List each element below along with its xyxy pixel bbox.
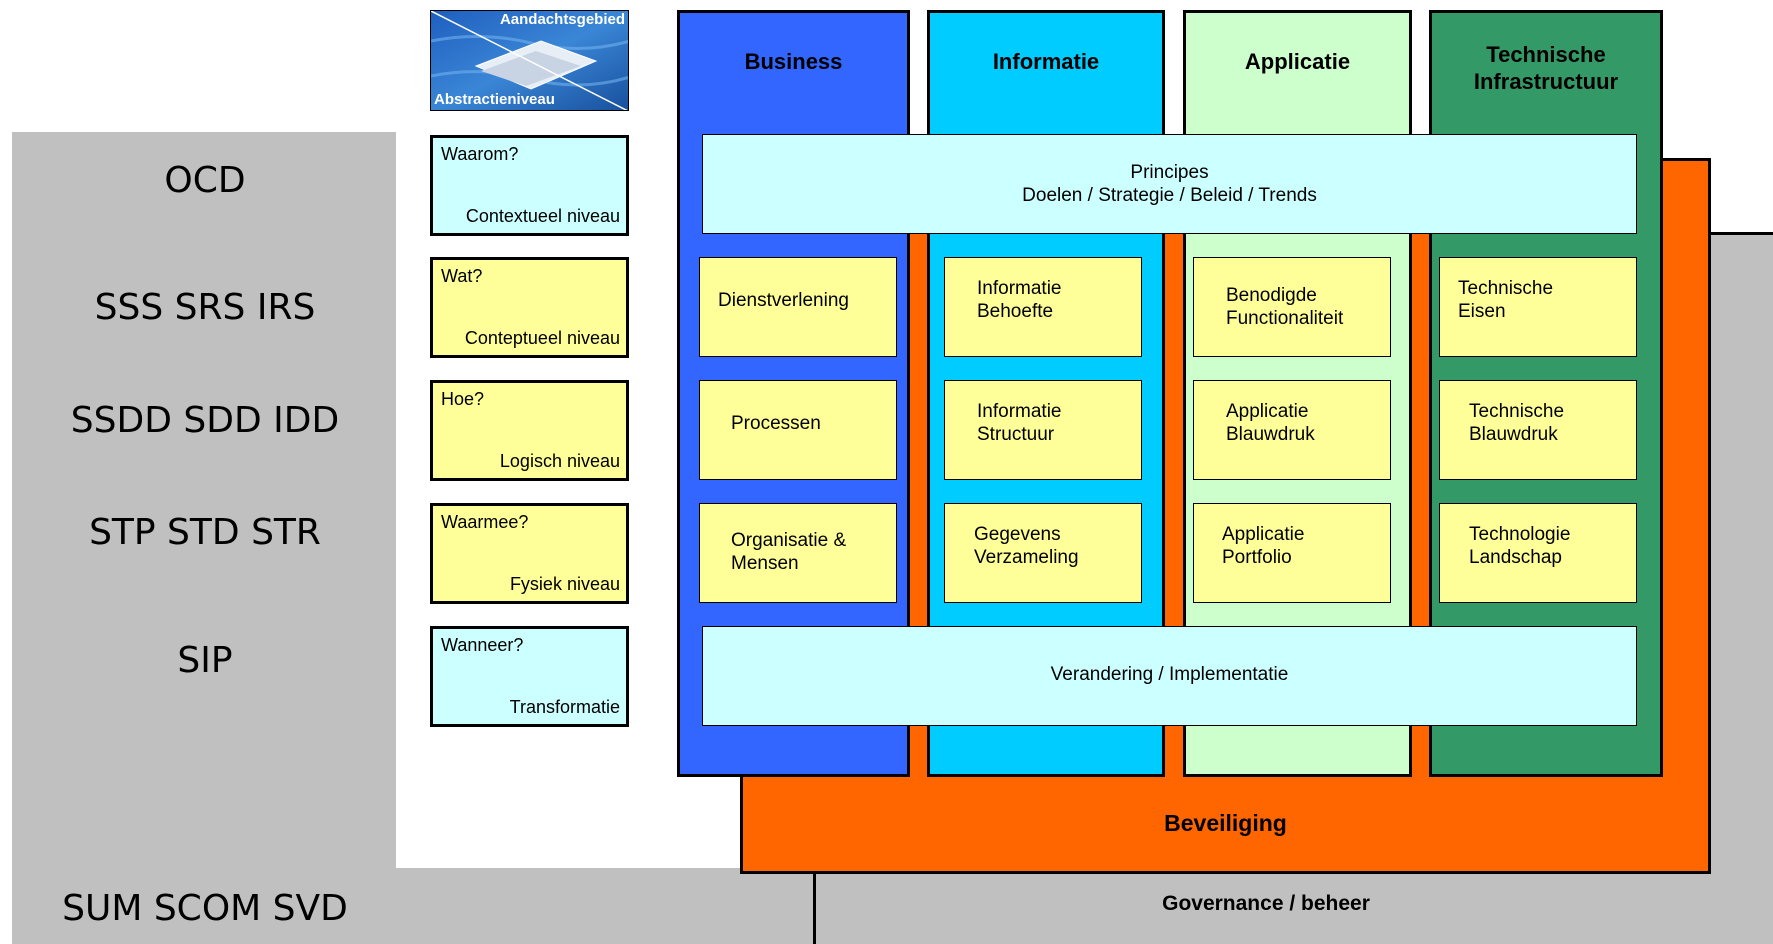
doc-label-manuals: SUM SCOM SVD: [62, 888, 348, 929]
legend-bottom-label: Abstractieniveau: [434, 91, 555, 108]
cell-technologie-landschap: Technologie Landschap: [1439, 503, 1637, 603]
legend-icon: Aandachtsgebied Abstractieniveau: [430, 10, 629, 111]
principles-subtitle: Doelen / Strategie / Beleid / Trends: [1022, 185, 1317, 206]
level-name: Transformatie: [509, 697, 620, 717]
level-box-waarmee: Waarmee? Fysiek niveau: [430, 503, 629, 604]
cell-informatie-behoefte: Informatie Behoefte: [944, 257, 1142, 357]
principles-band: Principes Doelen / Strategie / Beleid / …: [702, 134, 1637, 234]
cell-informatie-structuur: Informatie Structuur: [944, 380, 1142, 480]
level-name: Contextueel niveau: [465, 206, 620, 226]
change-band: Verandering / Implementatie: [702, 626, 1637, 726]
right-panel: [1710, 232, 1773, 944]
level-question: Waarom?: [441, 144, 519, 164]
doc-label-design: SSDD SDD IDD: [70, 400, 340, 441]
column-title-business: Business: [744, 49, 843, 74]
cell-technische-eisen: Technische Eisen: [1439, 257, 1637, 357]
bottom-strip: [12, 868, 1773, 944]
level-name: Logisch niveau: [499, 451, 620, 471]
level-box-hoe: Hoe? Logisch niveau: [430, 380, 629, 481]
cell-applicatie-portfolio: Applicatie Portfolio: [1193, 503, 1391, 603]
level-name: Fysiek niveau: [509, 574, 620, 594]
level-question: Wanneer?: [441, 635, 524, 655]
column-title-applicatie: Applicatie: [1244, 49, 1351, 74]
governance-label: Governance / beheer: [1162, 892, 1370, 915]
doc-label-requirements: SSS SRS IRS: [94, 287, 316, 328]
documents-panel: [12, 132, 396, 944]
cell-applicatie-blauwdruk: Applicatie Blauwdruk: [1193, 380, 1391, 480]
cell-benodigde-functionaliteit: Benodigde Functionaliteit: [1193, 257, 1391, 357]
level-box-wat: Wat? Conteptueel niveau: [430, 257, 629, 358]
column-title-technische-infrastructuur: Technische Infrastructuur: [1473, 42, 1619, 94]
bottom-divider: [813, 868, 816, 944]
cell-gegevens-verzameling: Gegevens Verzameling: [944, 503, 1142, 603]
legend-top-label: Aandachtsgebied: [499, 11, 625, 28]
level-question: Wat?: [441, 266, 483, 286]
level-box-waarom: Waarom? Contextueel niveau: [430, 135, 629, 236]
cell-organisatie-mensen: Organisatie & Mensen: [699, 503, 897, 603]
doc-label-sip: SIP: [177, 640, 233, 681]
principles-title: Principes: [1130, 162, 1209, 183]
level-box-wanneer: Wanneer? Transformatie: [430, 626, 629, 727]
cell-technische-blauwdruk: Technische Blauwdruk: [1439, 380, 1637, 480]
level-question: Hoe?: [441, 389, 485, 409]
level-name: Conteptueel niveau: [464, 328, 620, 348]
level-question: Waarmee?: [441, 512, 529, 532]
cell-dienstverlening: Dienstverlening: [699, 257, 897, 357]
security-label: Beveiliging: [1164, 810, 1287, 836]
doc-label-test: STP STD STR: [89, 512, 321, 553]
column-title-informatie: Informatie: [992, 49, 1100, 74]
cell-processen: Processen: [699, 380, 897, 480]
doc-label-ocd: OCD: [164, 160, 246, 201]
legend-graphic: [431, 11, 628, 110]
